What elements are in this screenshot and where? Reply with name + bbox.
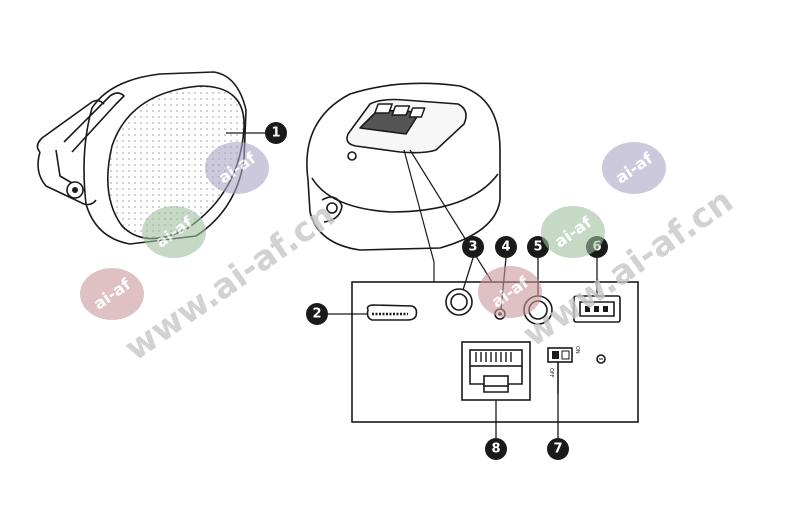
callout-1-badge <box>265 122 287 144</box>
watermark-badge-red-left: ai-af <box>80 268 144 320</box>
callout-1-label: 1 <box>271 126 280 141</box>
callout-5-label: 5 <box>533 240 542 255</box>
callout-3-label: 3 <box>468 240 477 255</box>
speaker-body <box>83 71 247 245</box>
callout-4-label: 4 <box>501 240 510 255</box>
callout-7: 7 <box>547 438 569 460</box>
callout-1: 1 <box>265 122 287 144</box>
network-port <box>461 341 531 401</box>
mounting-bracket <box>63 92 125 153</box>
callout-8-label: 8 <box>491 442 500 457</box>
grounding-screw <box>596 354 606 364</box>
watermark-badge-purple-left: ai-af <box>205 142 269 194</box>
switch-label-left: OFF <box>548 368 554 378</box>
watermark-badge-purple-right: ai-af <box>602 142 666 194</box>
mounting-bracket-arm <box>36 99 105 153</box>
callout-2-label: 2 <box>312 307 321 322</box>
zoom-guide-lines <box>403 149 493 283</box>
callout-7-badge <box>547 438 569 460</box>
callout-3: 3 <box>462 236 484 258</box>
callout-4: 4 <box>495 236 517 258</box>
watermark-badge-green-right: ai-af <box>541 206 605 258</box>
microsd-slot <box>366 304 418 321</box>
callout-4-badge <box>495 236 517 258</box>
speaker-front-illustration <box>36 71 247 245</box>
reset-button-jack <box>445 288 473 316</box>
watermark-badge-red-right: ai-af <box>478 266 542 318</box>
switch-label-right: ON <box>574 346 580 354</box>
io-terminal-block <box>573 295 621 323</box>
callout-2-badge <box>306 303 328 325</box>
dip-switch <box>547 347 573 394</box>
callout-3-badge <box>462 236 484 258</box>
callout-2: 2 <box>306 303 328 325</box>
callout-8-badge <box>485 438 507 460</box>
watermark-badge-green-left: ai-af <box>142 206 206 258</box>
callout-7-label: 7 <box>553 442 562 457</box>
speaker-rear-illustration <box>306 82 501 251</box>
callout-8: 8 <box>485 438 507 460</box>
speaker-rear-body <box>306 82 501 251</box>
